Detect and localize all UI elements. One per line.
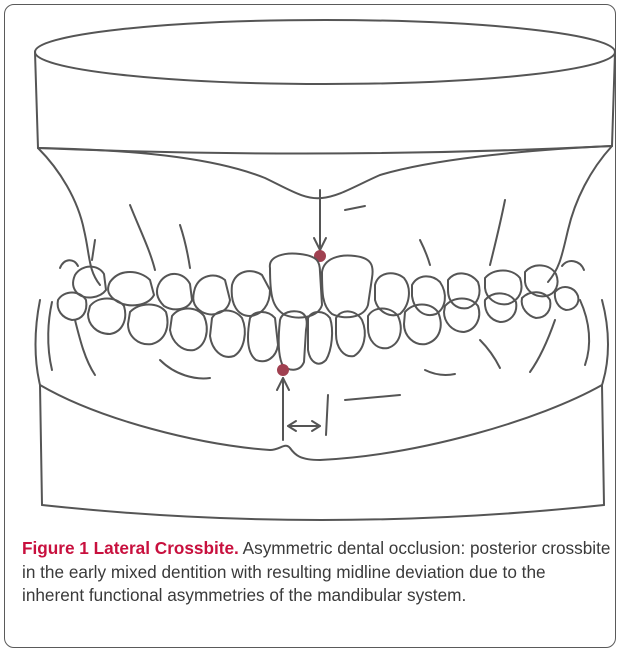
dental-cast-illustration (0, 0, 622, 530)
lower-gingiva (75, 320, 555, 435)
figure-title: Lateral Crossbite. (94, 538, 239, 558)
upper-midline-arrow (314, 190, 326, 261)
figure-label: Figure 1 (22, 538, 89, 558)
midline-deviation-arrow (288, 421, 320, 431)
lower-teeth (58, 287, 579, 370)
upper-cast-base (35, 20, 615, 154)
lower-cast-base (36, 300, 609, 520)
figure-caption: Figure 1 Lateral Crossbite. Asymmetric d… (22, 537, 612, 608)
lower-midline-arrow (277, 365, 289, 440)
upper-teeth (60, 254, 584, 318)
